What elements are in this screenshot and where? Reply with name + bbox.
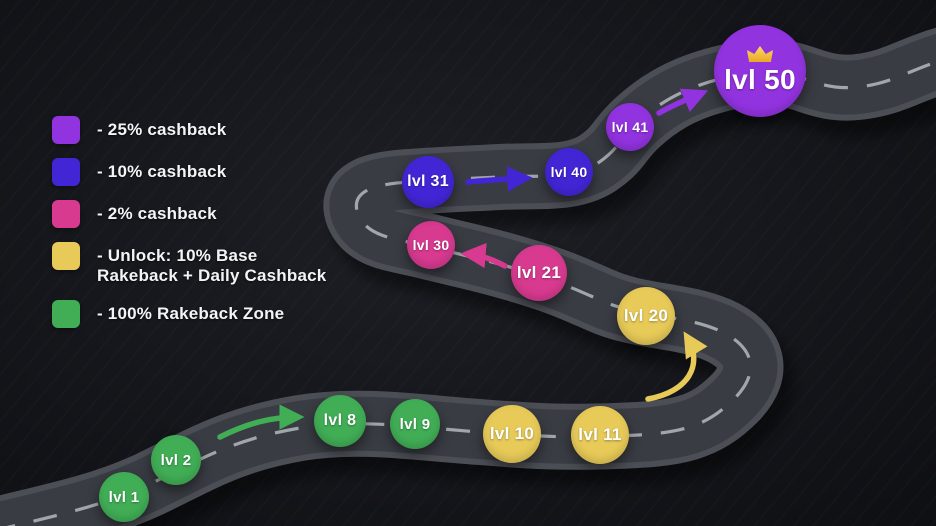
legend-swatch-pink: [52, 200, 80, 228]
arrow-lvl31-to-lvl40: [465, 166, 533, 192]
legend-item-2: - 10% cashback: [52, 158, 326, 186]
legend-item-5: - 100% Rakeback Zone: [52, 300, 326, 328]
legend: - 25% cashback - 10% cashback - 2% cashbac…: [52, 116, 326, 328]
legend-swatch-purple: [52, 116, 80, 144]
arrow-lvl41-to-lvl50: [656, 88, 709, 116]
legend-item-4: - Unlock: 10% Base Rakeback + Daily Cash…: [52, 242, 326, 286]
legend-item-1: - 25% cashback: [52, 116, 326, 144]
legend-label: - Unlock: 10% Base Rakeback + Daily Cash…: [97, 246, 327, 285]
arrow-lvl11-to-lvl20: [645, 331, 708, 402]
legend-swatch-yellow: [52, 242, 80, 270]
legend-label: - 25% cashback: [97, 120, 227, 139]
legend-label: - 2% cashback: [97, 204, 217, 223]
legend-label: - 10% cashback: [97, 162, 227, 181]
arrow-lvl21-to-lvl30: [460, 242, 508, 269]
arrow-lvl2-to-lvl8: [217, 404, 305, 440]
legend-item-3: - 2% cashback: [52, 200, 326, 228]
legend-label: - 100% Rakeback Zone: [97, 304, 285, 323]
legend-swatch-green: [52, 300, 80, 328]
progress-arrows: [217, 88, 709, 440]
legend-swatch-indigo: [52, 158, 80, 186]
